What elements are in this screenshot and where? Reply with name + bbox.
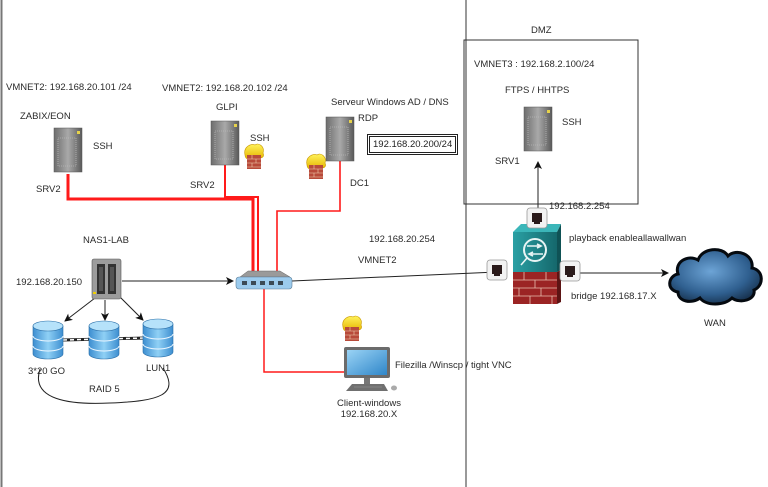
ad-service-label: RDP — [358, 113, 379, 124]
glpi-name-label: GLPI — [216, 102, 238, 113]
lun-label: LUN1 — [146, 363, 171, 374]
raid-label: RAID 5 — [89, 384, 120, 395]
link-nas-disk3 — [119, 296, 144, 321]
zabix-service-label: SSH — [93, 141, 113, 152]
ad-host-label: DC1 — [350, 178, 370, 189]
firewall-router-icon[interactable] — [513, 224, 561, 304]
red-links — [66, 160, 346, 373]
link-nas-disk1 — [64, 297, 96, 322]
raid-arc — [37, 367, 170, 404]
host-firewall-client-icon — [342, 315, 362, 341]
client-tools-label: Filezilla /Winscp / tight VNC — [395, 360, 512, 371]
server-dc1-icon[interactable] — [325, 116, 355, 162]
link-switch-client — [263, 287, 346, 373]
glpi-host-label: SRV2 — [190, 180, 215, 191]
disk-capacity-label: 3*20 GO — [28, 366, 65, 377]
nas-name-label: NAS1-LAB — [83, 235, 129, 246]
client-ip-label: 192.168.20.X — [340, 409, 398, 420]
disk-3-icon — [142, 318, 174, 358]
link-switch-firewall — [291, 271, 498, 282]
firewall-bridge-label: bridge 192.168.17.X — [571, 291, 657, 302]
switch-icon[interactable] — [235, 270, 293, 290]
link-glpi-switch — [224, 165, 259, 275]
server-zabix-icon[interactable] — [53, 127, 83, 173]
host-firewall-dc1-icon — [306, 153, 326, 179]
ad-name-label: Serveur Windows AD / DNS — [331, 97, 449, 108]
gateway-ip-label: 192.168.20.254 — [369, 234, 436, 245]
ad-ip-box: 192.168.20.200/24 — [367, 134, 459, 155]
port-wan-icon — [559, 260, 581, 282]
dmz-network-label: VMNET3 : 192.168.2.100/24 — [474, 59, 595, 70]
zabix-name-label: ZABIX/EON — [20, 111, 71, 122]
port-dmz-icon — [526, 207, 548, 229]
dmz-service-name-label: FTPS / HHTPS — [505, 85, 570, 96]
wan-label: WAN — [704, 318, 726, 329]
link-zabix-switch — [66, 174, 255, 275]
wan-cloud-icon[interactable] — [668, 248, 763, 306]
black-links — [37, 161, 669, 404]
glpi-network-label: VMNET2: 192.168.20.102 /24 — [162, 83, 288, 94]
zabix-host-label: SRV2 — [36, 184, 61, 195]
nas-icon[interactable] — [91, 258, 122, 300]
ad-ip-label: 192.168.20.200/24 — [369, 136, 457, 153]
zabix-network-label: VMNET2: 192.168.20.101 /24 — [6, 82, 132, 93]
vmnet2-label: VMNET2 — [358, 255, 397, 266]
port-lan-icon — [486, 259, 508, 281]
firewall-rule-label: playback enableallawallwan — [569, 233, 687, 244]
disk-2-icon — [88, 320, 120, 360]
nas-ip-label: 192.168.20.150 — [16, 277, 83, 288]
dmz-ssh-label: SSH — [562, 117, 582, 128]
disk-1-icon — [32, 320, 64, 360]
host-firewall-glpi-icon — [244, 143, 264, 169]
firewall-dmz-ip-label: 192.168.2.254 — [549, 201, 610, 212]
client-pc-icon[interactable] — [344, 347, 397, 391]
glpi-service-label: SSH — [250, 133, 270, 144]
client-name-label: Client-windows — [337, 398, 401, 409]
dmz-title-label: DMZ — [531, 25, 552, 36]
link-dc1-switch — [276, 160, 341, 275]
server-glpi-icon[interactable] — [210, 120, 240, 166]
dmz-host-label: SRV1 — [495, 156, 520, 167]
dmz-zone-box — [463, 39, 639, 205]
server-dmz-srv1-icon[interactable] — [523, 106, 553, 152]
